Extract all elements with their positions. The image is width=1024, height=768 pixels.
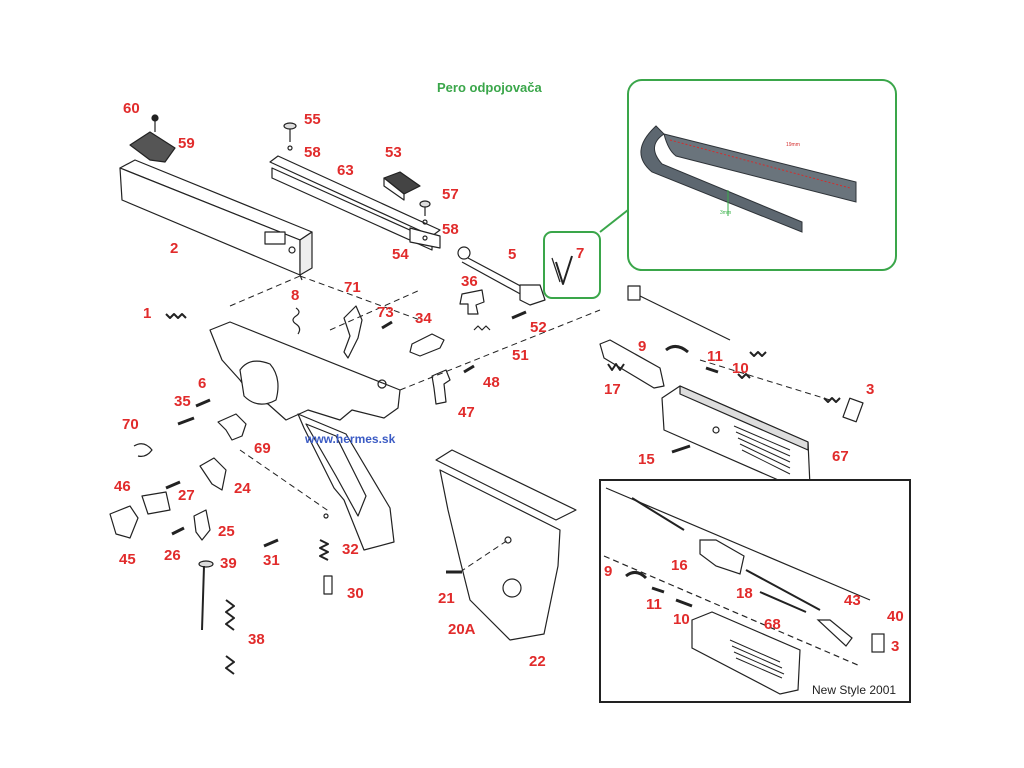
part-71-trigger (343, 305, 363, 359)
part-label: 8 (291, 287, 300, 304)
part-label: 18 (736, 585, 753, 602)
part-label: 58 (442, 221, 459, 238)
part-30 (323, 575, 333, 595)
part-39 (198, 560, 214, 631)
part-47 (431, 369, 451, 405)
part-label: 3 (866, 381, 875, 398)
part-label: 39 (220, 555, 237, 572)
part-label: 11 (707, 348, 723, 365)
part-label: 46 (114, 478, 131, 495)
part-label: 20A (448, 621, 476, 638)
part-63-rail (269, 122, 441, 251)
part-label: 10 (732, 360, 749, 377)
part-label: 7 (576, 245, 585, 262)
part-label: 30 (347, 585, 364, 602)
part-label: 59 (178, 135, 195, 152)
part-label: 5 (508, 246, 517, 263)
diagram-title: Pero odpojovača (437, 80, 542, 95)
part-8-spring (292, 307, 301, 335)
part-label: 48 (483, 374, 500, 391)
dimension-width: 3mm (720, 210, 732, 216)
part-label: 69 (254, 440, 271, 457)
part-label: 9 (638, 338, 647, 355)
part-label: 11 (646, 596, 662, 613)
part-label: 3 (891, 638, 900, 655)
part-34 (409, 333, 445, 357)
part-label: 67 (832, 448, 849, 465)
part-7-disconnector-spring (551, 255, 573, 285)
watermark: www.hermes.sk (305, 432, 396, 446)
part-70 (133, 443, 153, 457)
part-label: 22 (529, 653, 546, 670)
part-label: 47 (458, 404, 475, 421)
part-label: 43 (844, 592, 861, 609)
part-label: 2 (170, 240, 179, 257)
part-24 (199, 457, 227, 491)
part-45 (109, 505, 139, 539)
inset-new-style-2001 (599, 479, 911, 703)
part-label: 24 (234, 480, 251, 497)
part-label: 16 (671, 557, 688, 574)
spring-photo (640, 125, 857, 233)
part-1-spring (165, 313, 187, 319)
part-label: 17 (604, 381, 621, 398)
part-label: 52 (530, 319, 547, 336)
part-label: 36 (461, 273, 478, 290)
part-label: 25 (218, 523, 235, 540)
part-label: 26 (164, 547, 181, 564)
part-label: 45 (119, 551, 136, 568)
part-label: 21 (438, 590, 455, 607)
part-2-barrel-housing (119, 159, 313, 281)
part-label: 60 (123, 100, 140, 117)
part-59-rear-sight (129, 114, 176, 163)
part-label: 68 (764, 616, 781, 633)
part-5-lever (457, 246, 546, 306)
part-frame (209, 321, 401, 551)
part-51-spring (473, 325, 491, 331)
part-label: 9 (604, 563, 613, 580)
part-69 (217, 413, 247, 441)
part-label: 35 (174, 393, 191, 410)
part-label: 70 (122, 416, 139, 433)
part-label: 32 (342, 541, 359, 558)
part-label: 6 (198, 375, 207, 392)
part-3 (842, 397, 864, 423)
part-label: 31 (263, 552, 280, 569)
part-32-spring (319, 539, 329, 561)
highlight-box-7 (543, 231, 601, 299)
part-label: 57 (442, 186, 459, 203)
part-label: 58 (304, 144, 321, 161)
part-label: 55 (304, 111, 321, 128)
part-67-slide (661, 385, 811, 487)
part-label: 54 (392, 246, 409, 263)
part-label: 15 (638, 451, 655, 468)
part-label: 53 (385, 144, 402, 161)
part-22-grips (435, 449, 577, 641)
part-label: 27 (178, 487, 195, 504)
part-label: 40 (887, 608, 904, 625)
part-36 (459, 289, 485, 315)
part-label: 73 (377, 304, 394, 321)
part-label: 51 (512, 347, 529, 364)
part-label: 1 (143, 305, 152, 322)
inset-caption: New Style 2001 (812, 683, 897, 697)
part-38-spring (225, 599, 235, 675)
part-label: 71 (344, 279, 361, 296)
part-label: 38 (248, 631, 265, 648)
part-label: 34 (415, 310, 432, 327)
part-label: 10 (673, 611, 690, 628)
part-label: 63 (337, 162, 354, 179)
part-25 (193, 509, 211, 541)
dimension-length: 19mm (786, 142, 800, 148)
part-46 (141, 491, 171, 515)
